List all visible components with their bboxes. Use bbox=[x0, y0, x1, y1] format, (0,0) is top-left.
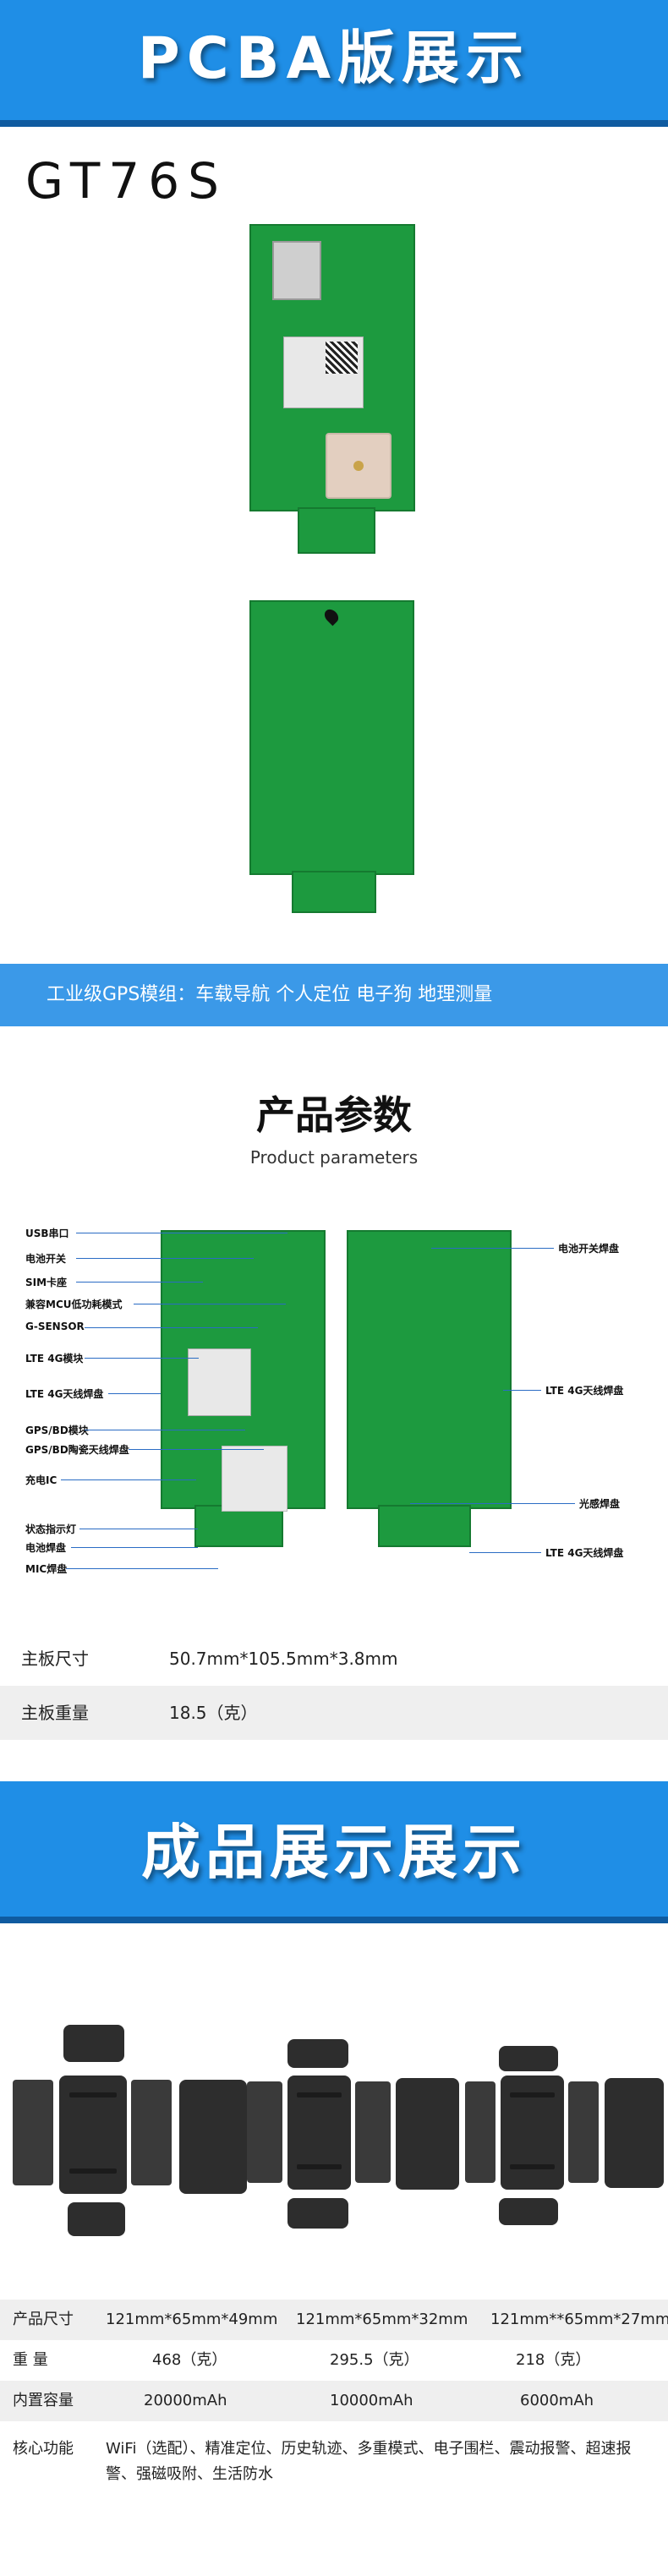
callout-mic-pad: MIC焊盘 bbox=[25, 1563, 68, 1575]
callout-line bbox=[108, 1393, 161, 1394]
product-c-left bbox=[465, 2081, 496, 2183]
pcb-back-image bbox=[249, 600, 414, 875]
callout-line bbox=[469, 1552, 541, 1553]
callout-light-sensor: 光感焊盘 bbox=[579, 1498, 621, 1510]
callout-line bbox=[66, 1568, 218, 1569]
callout-usb: USB串口 bbox=[25, 1228, 69, 1239]
callout-line bbox=[61, 1479, 196, 1480]
callout-battery-switch-pad: 电池开关焊盘 bbox=[558, 1243, 620, 1255]
annotated-pcb-back-tab bbox=[378, 1505, 471, 1547]
callout-gps-module: GPS/BD模块 bbox=[25, 1425, 89, 1436]
top-banner: PCBA版展示 bbox=[0, 0, 668, 127]
row-label: 核心功能 bbox=[13, 2440, 74, 2458]
product-c-back bbox=[605, 2078, 664, 2188]
callout-gps-antenna: GPS/BD陶瓷天线焊盘 bbox=[25, 1444, 129, 1456]
product-b-left bbox=[247, 2081, 282, 2183]
callout-line bbox=[76, 1258, 254, 1259]
cell: 20000mAh bbox=[144, 2392, 227, 2409]
product-c-top bbox=[499, 2046, 558, 2071]
cell: 218（克） bbox=[516, 2351, 591, 2369]
row-label: 重 量 bbox=[13, 2351, 48, 2369]
spec-value: 50.7mm*105.5mm*3.8mm bbox=[169, 1649, 398, 1669]
annotated-gps-antenna bbox=[222, 1446, 287, 1512]
callout-right-lte-antenna: LTE 4G天线焊盘 bbox=[545, 1385, 624, 1397]
product-row-size: 产品尺寸 121mm*65mm*49mm 121mm*65mm*32mm 121… bbox=[0, 2300, 668, 2340]
cell: 121mm*65mm*32mm bbox=[296, 2311, 468, 2328]
spec-key: 主板尺寸 bbox=[21, 1649, 89, 1669]
params-subtitle: Product parameters bbox=[249, 1147, 419, 1168]
pcb-back-tab bbox=[292, 871, 376, 913]
product-a-bottom bbox=[68, 2202, 125, 2236]
product-c-main bbox=[501, 2076, 564, 2190]
product-b-right bbox=[355, 2081, 391, 2183]
model-name: GT76S bbox=[25, 152, 227, 210]
product-b-top bbox=[287, 2039, 348, 2068]
cell: 121mm*65mm*49mm bbox=[106, 2311, 278, 2328]
spec-key: 主板重量 bbox=[21, 1703, 89, 1723]
callout-mcu: 兼容MCU低功耗模式 bbox=[25, 1299, 123, 1310]
callout-line bbox=[85, 1358, 199, 1359]
product-a-back bbox=[179, 2080, 247, 2194]
params-title: 产品参数 bbox=[256, 1092, 412, 1138]
callout-line bbox=[85, 1327, 258, 1328]
cell: 121mm**65mm*27mm bbox=[490, 2311, 668, 2328]
cell: 10000mAh bbox=[330, 2392, 413, 2409]
product-row-weight: 重 量 468（克） 295.5（克） 218（克） bbox=[0, 2340, 668, 2381]
product-b-back bbox=[396, 2078, 459, 2190]
features-text: WiFi（选配）、精准定位、历史轨迹、多重模式、电子围栏、震动报警、超速报警、强… bbox=[106, 2440, 632, 2483]
gps-antenna-pin bbox=[353, 461, 364, 471]
annotated-pcb-back bbox=[347, 1230, 512, 1509]
callout-right-lte-antenna-2: LTE 4G天线焊盘 bbox=[545, 1547, 624, 1559]
product-row-battery: 内置容量 20000mAh 10000mAh 6000mAh bbox=[0, 2381, 668, 2421]
product-b-bottom bbox=[287, 2198, 348, 2229]
spec-table: 主板尺寸 50.7mm*105.5mm*3.8mm 主板重量 18.5（克） bbox=[0, 1632, 668, 1740]
callout-status-led: 状态指示灯 bbox=[25, 1523, 77, 1535]
spec-value: 18.5（克） bbox=[169, 1703, 258, 1723]
callout-line bbox=[410, 1503, 575, 1504]
callout-gsensor: G-SENSOR bbox=[25, 1321, 85, 1332]
product-row-features: 核心功能 WiFi（选配）、精准定位、历史轨迹、多重模式、电子围栏、震动报警、超… bbox=[0, 2421, 668, 2502]
callout-sim: SIM卡座 bbox=[25, 1277, 68, 1288]
callout-lte-antenna: LTE 4G天线焊盘 bbox=[25, 1388, 104, 1400]
callout-line bbox=[76, 1282, 203, 1283]
row-label: 内置容量 bbox=[13, 2392, 74, 2409]
feature-strip: 工业级GPS模组：车载导航 个人定位 电子狗 地理测量 bbox=[0, 964, 668, 1026]
callout-line bbox=[71, 1547, 198, 1548]
product-c-bottom bbox=[499, 2198, 558, 2225]
product-a-right bbox=[131, 2080, 172, 2185]
product-a-main bbox=[59, 2076, 127, 2194]
callout-line bbox=[431, 1248, 554, 1249]
row-label: 产品尺寸 bbox=[13, 2311, 74, 2328]
product-c-right bbox=[568, 2081, 599, 2183]
callout-lte-module: LTE 4G模块 bbox=[25, 1353, 84, 1365]
callout-charge-ic: 充电IC bbox=[25, 1474, 57, 1486]
annotated-lte-module bbox=[188, 1348, 251, 1416]
pcb-front-tab bbox=[298, 507, 375, 554]
product-b-main bbox=[287, 2076, 351, 2190]
cell: 468（克） bbox=[152, 2351, 227, 2369]
sim-slot bbox=[272, 241, 321, 300]
cell: 6000mAh bbox=[520, 2392, 594, 2409]
spec-row-weight: 主板重量 18.5（克） bbox=[0, 1686, 668, 1740]
product-a-left bbox=[13, 2080, 53, 2185]
callout-battery-switch: 电池开关 bbox=[25, 1253, 67, 1265]
callout-line bbox=[129, 1449, 264, 1450]
callout-line bbox=[503, 1390, 541, 1391]
cell: 295.5（克） bbox=[330, 2351, 419, 2369]
qr-code bbox=[326, 342, 358, 374]
product-table: 产品尺寸 121mm*65mm*49mm 121mm*65mm*32mm 121… bbox=[0, 2300, 668, 2502]
product-a-top bbox=[63, 2025, 124, 2062]
spec-row-size: 主板尺寸 50.7mm*105.5mm*3.8mm bbox=[0, 1632, 668, 1686]
product-banner: 成品展示展示 bbox=[0, 1781, 668, 1923]
callout-battery-pad: 电池焊盘 bbox=[25, 1542, 67, 1554]
annotated-pcb-front-tab bbox=[194, 1505, 283, 1547]
